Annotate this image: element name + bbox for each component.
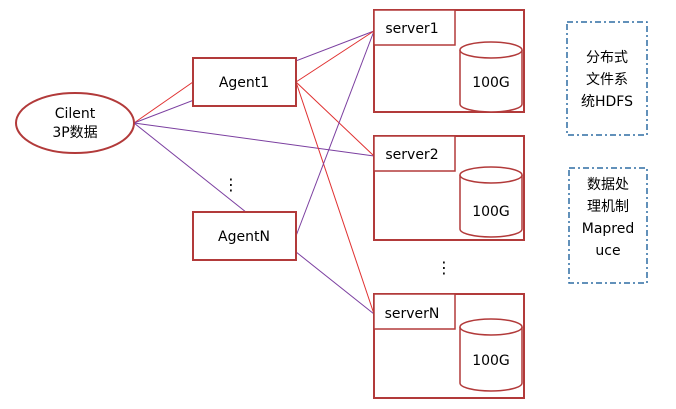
note-hdfs-line2: 文件系 xyxy=(586,72,628,88)
server-node-1: server1 100G xyxy=(373,9,525,113)
agent-node-n: AgentN xyxy=(192,211,297,261)
server-label: serverN xyxy=(385,306,440,322)
link-agent1-serverN xyxy=(295,81,375,315)
note-mapreduce: 数据处 理机制 Mapred uce xyxy=(568,167,648,284)
note-hdfs-line1: 分布式 xyxy=(586,50,628,66)
connections xyxy=(133,30,375,315)
disk-icon xyxy=(459,318,523,392)
note-mapreduce-line1: 数据处 xyxy=(587,177,629,193)
client-label-line1: Cilent xyxy=(55,106,96,122)
link-agent1-server1 xyxy=(295,30,375,83)
note-hdfs-line3: 统HDFS xyxy=(581,94,633,110)
agent-label: AgentN xyxy=(218,229,270,245)
server-node-n: serverN 100G xyxy=(373,293,525,399)
note-mapreduce-line4: uce xyxy=(595,243,620,259)
disk-icon xyxy=(459,41,523,113)
note-mapreduce-line3: Mapred xyxy=(582,221,635,237)
server-label: server1 xyxy=(385,21,438,37)
disk-capacity: 100G xyxy=(472,204,510,220)
note-mapreduce-line2: 理机制 xyxy=(587,199,629,215)
server-node-2: server2 100G xyxy=(373,135,525,241)
disk-capacity: 100G xyxy=(472,75,510,91)
disk-capacity: 100G xyxy=(472,353,510,369)
agent-node-1: Agent1 xyxy=(192,57,297,107)
servers-ellipsis: ⋮ xyxy=(436,258,452,277)
client-node: Cilent 3P数据 xyxy=(15,92,135,154)
agents-ellipsis: ⋮ xyxy=(223,175,239,194)
link-agentN-server1 xyxy=(295,30,375,237)
client-label-line2: 3P数据 xyxy=(52,125,97,141)
link-client-server2 xyxy=(133,122,375,157)
agent-label: Agent1 xyxy=(219,75,269,91)
link-agent1-server2 xyxy=(295,81,375,157)
note-hdfs: 分布式 文件系 统HDFS xyxy=(566,21,648,136)
link-client-agent1 xyxy=(133,81,194,124)
disk-icon xyxy=(459,166,523,238)
server-label: server2 xyxy=(385,147,438,163)
